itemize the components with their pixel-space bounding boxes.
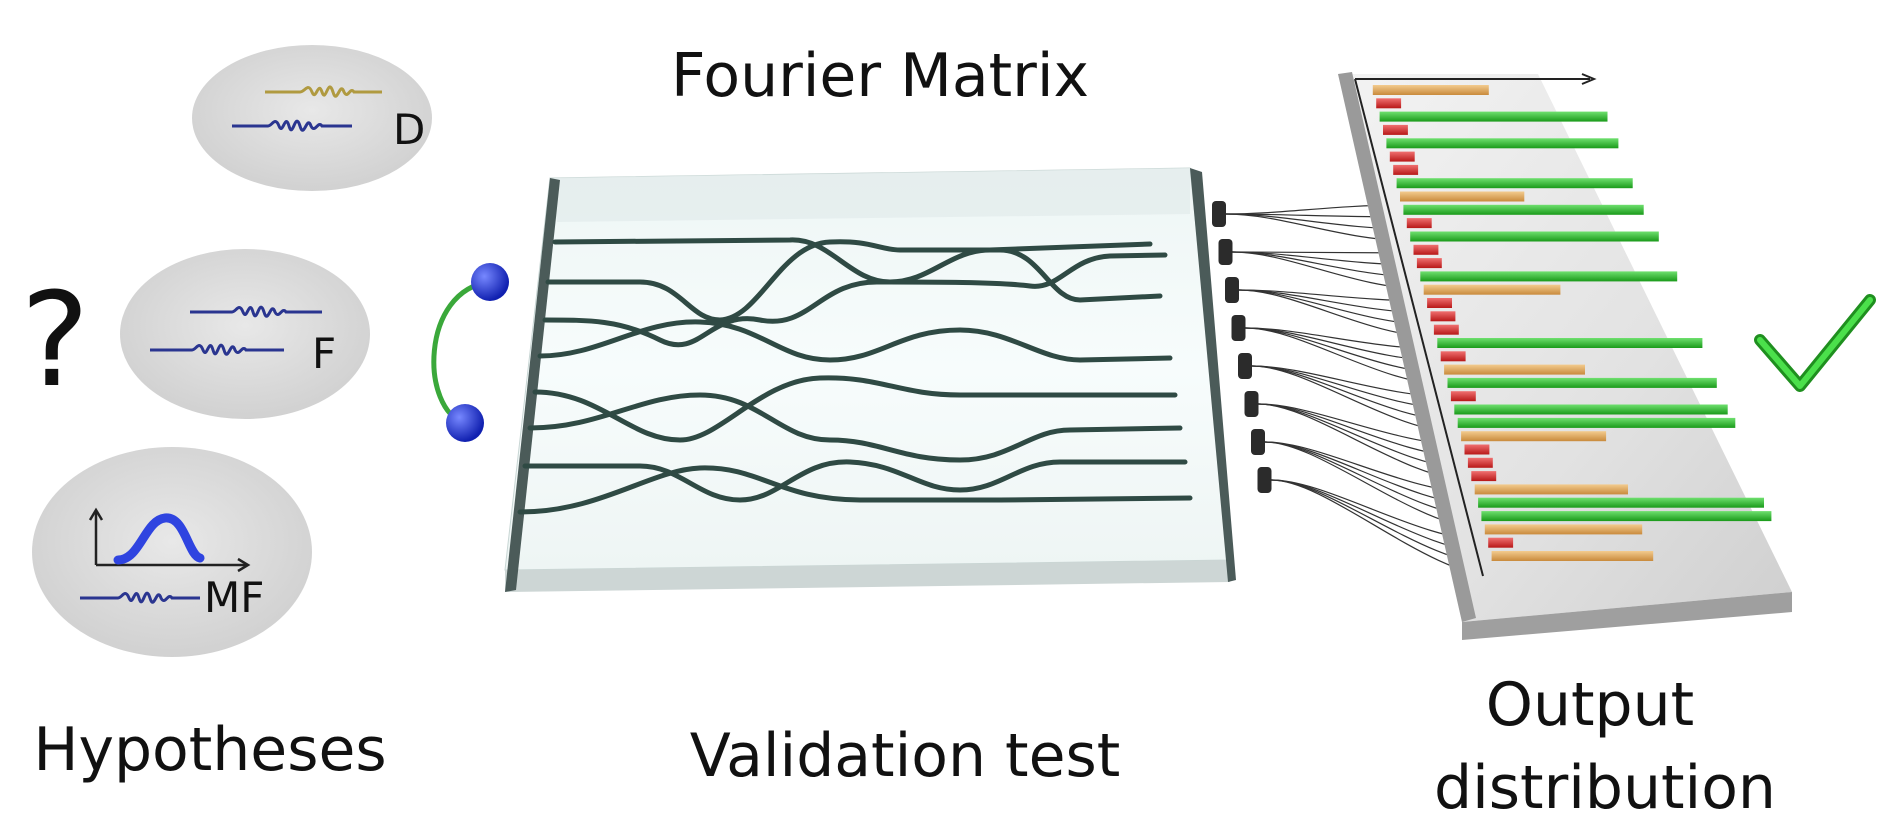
output-bar-green — [1396, 178, 1633, 189]
photon-icon — [446, 404, 484, 442]
output-bar-red — [1376, 98, 1402, 109]
output-bar-green — [1457, 417, 1736, 428]
detector-icon — [1225, 277, 1239, 303]
hypothesis-label-f: F — [312, 329, 336, 378]
hypothesis-bubble-f: F — [120, 249, 370, 419]
question-mark: ? — [21, 264, 90, 416]
wave-packet-icon — [232, 119, 352, 132]
title-fourier-matrix: Fourier Matrix — [671, 41, 1089, 111]
detector-icon — [1231, 315, 1246, 341]
hypothesis-label-d: D — [393, 105, 425, 154]
output-bar-orange — [1484, 524, 1643, 535]
output-bar-red — [1393, 164, 1419, 175]
waveguide-network — [517, 237, 1193, 515]
output-bar-red — [1413, 244, 1439, 255]
output-bar-orange — [1461, 431, 1607, 442]
output-bar-green — [1386, 138, 1619, 149]
photon-pair — [431, 263, 509, 442]
output-bar-red — [1427, 298, 1452, 308]
label-output-line2: distribution — [1434, 753, 1776, 823]
photon-icon — [471, 263, 509, 301]
fourier-chip — [504, 167, 1236, 592]
label-validation-test: Validation test — [690, 721, 1121, 791]
output-bar-red — [1450, 391, 1476, 402]
wave-packet-icon — [150, 343, 284, 356]
output-bar-orange — [1423, 284, 1561, 295]
detector-icon — [1212, 201, 1226, 227]
output-bar-green — [1454, 404, 1728, 415]
detector-icon — [1251, 429, 1265, 455]
output-bar-orange — [1444, 364, 1585, 375]
detector-icon — [1218, 239, 1233, 265]
output-bar-red — [1467, 457, 1493, 468]
distribution-plot-icon — [88, 507, 251, 573]
detector-icon — [1238, 353, 1252, 379]
output-bar-red — [1383, 124, 1408, 135]
wave-packet-icon — [80, 591, 200, 604]
output-bar-green — [1410, 231, 1659, 242]
output-bar-orange — [1474, 484, 1628, 495]
label-output-line1: Output — [1486, 670, 1694, 740]
output-bar-green — [1481, 511, 1772, 522]
output-bar-red — [1440, 351, 1466, 362]
output-bar-green — [1420, 271, 1678, 282]
output-bars — [1372, 85, 1772, 561]
hypothesis-bubble-mf: MF — [32, 447, 312, 657]
wave-packet-icon — [265, 85, 382, 98]
output-bar-orange — [1491, 551, 1654, 561]
output-bar-red — [1406, 218, 1432, 229]
label-hypotheses: Hypotheses — [33, 715, 386, 785]
output-bar-red — [1471, 471, 1497, 482]
output-bar-red — [1464, 444, 1490, 455]
checkmark-icon — [1754, 294, 1876, 392]
photon-link — [431, 279, 491, 426]
output-bar-green — [1478, 497, 1764, 508]
detector-icon — [1257, 467, 1272, 493]
output-bar-orange — [1400, 191, 1525, 202]
hypotheses-group: ? D F MF — [21, 45, 432, 657]
output-bar-green — [1403, 204, 1644, 215]
output-bar-red — [1433, 324, 1459, 335]
output-bar-red — [1389, 151, 1415, 162]
wave-packet-icon — [190, 305, 322, 318]
output-bar-red — [1416, 258, 1442, 269]
output-bar-green — [1437, 338, 1703, 348]
output-bar-orange — [1372, 85, 1489, 95]
output-bar-green — [1447, 377, 1717, 388]
output-bar-red — [1488, 537, 1514, 548]
panel-axis-y — [1354, 78, 1484, 577]
output-bar-red — [1430, 311, 1456, 322]
hypothesis-bubble-d: D — [192, 45, 432, 191]
output-distribution-panel — [1338, 72, 1792, 640]
detector-icon — [1244, 391, 1259, 417]
output-bar-green — [1379, 111, 1608, 122]
hypothesis-label-mf: MF — [204, 573, 264, 622]
